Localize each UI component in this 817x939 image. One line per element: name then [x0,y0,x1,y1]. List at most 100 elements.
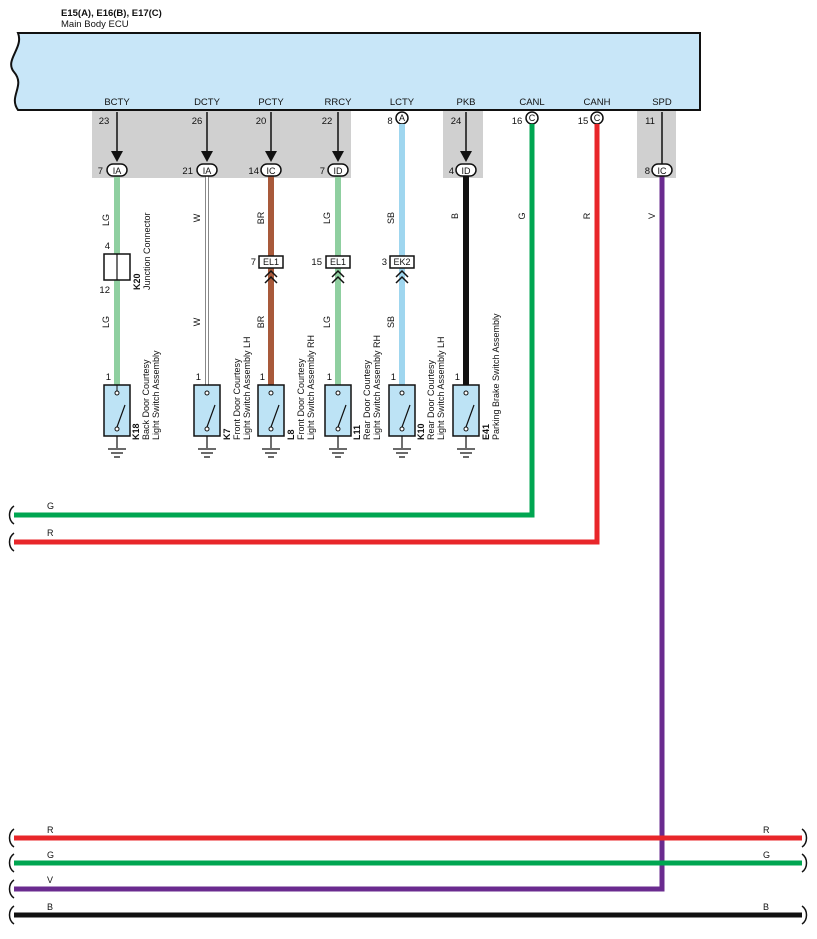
svg-text:1: 1 [455,372,460,383]
wire-color-canl: G [517,212,527,219]
terminal-pin-pkb: 24 [451,116,462,127]
ecu-terminal-leads [116,112,663,164]
wire-color-spd: V [647,213,657,219]
terminal-pin-canl: 16 [512,116,523,127]
bus-lower-label-v: V [47,875,53,885]
junction-id-1: 7 ID [320,163,349,177]
ecu-name: Main Body ECU [61,19,129,30]
svg-text:1: 1 [196,372,201,383]
switch-l8: 1 L8 Front Door Courtesy Light Switch As… [257,335,316,458]
ecu-connector-tag-canh: C [590,111,604,125]
terminal-signal-lcty: LCTY [390,97,415,108]
junction-ia-2: 21 IA [182,163,218,177]
terminal-signal-rrcy: RRCY [325,97,353,108]
svg-text:7: 7 [98,166,103,177]
wire-color-rrcy-lower: LG [322,316,332,328]
terminal-pin-lcty: 8 [387,116,392,127]
svg-text:E41: E41 [481,424,491,440]
switch-k18: 1 K18 Back Door Courtesy Light Switch As… [103,350,161,458]
svg-text:IC: IC [658,166,668,176]
wire-color-rrcy-upper: LG [322,212,332,224]
bus-lower-label-r-right: R [763,825,770,835]
wires [14,124,802,918]
svg-text:Parking Brake Switch Assembly: Parking Brake Switch Assembly [491,313,501,440]
wire-color-lcty-upper: SB [386,212,396,224]
svg-text:8: 8 [645,166,650,177]
svg-text:1: 1 [260,372,265,383]
terminal-signal-pcty: PCTY [258,97,284,108]
terminal-pin-dcty: 26 [192,116,203,127]
wire-color-lcty-lower: SB [386,316,396,328]
ecu-connectors-label: E15(A), E16(B), E17(C) [61,8,162,19]
svg-text:Front Door Courtesy: Front Door Courtesy [296,358,306,440]
terminal-pin-rrcy: 22 [322,116,333,127]
wire-break-marks [8,505,808,925]
svg-text:1: 1 [391,372,396,383]
svg-text:C: C [594,113,601,123]
svg-text:4: 4 [449,166,454,177]
switch-k10: 1 K10 Rear Door Courtesy Light Switch As… [388,336,446,458]
wire-canh [14,124,600,545]
svg-text:Light Switch Assembly RH: Light Switch Assembly RH [306,335,316,440]
switch-e41: 1 E41 Parking Brake Switch Assembly [452,313,501,458]
wire-spd [14,175,665,892]
terminal-signal-spd: SPD [652,97,672,108]
ecu-body [10,32,701,111]
bus-lower-label-r: R [47,825,54,835]
svg-text:Front Door Courtesy: Front Door Courtesy [232,358,242,440]
svg-text:21: 21 [182,166,193,177]
wire-color-canh: R [582,212,592,219]
wire-color-pcty-upper: BR [256,211,266,224]
svg-text:ID: ID [334,166,344,176]
wire-color-dcty-upper: W [192,213,202,222]
terminal-pin-bcty: 23 [99,116,110,127]
terminal-pin-pcty: 20 [256,116,267,127]
terminal-signal-canl: CANL [519,97,544,108]
ecu-connector-tag-canl: C [525,111,539,125]
junction-ia-1: 7 IA [98,163,128,177]
svg-text:4: 4 [105,241,110,252]
svg-text:L8: L8 [286,429,296,440]
terminal-signal-pkb: PKB [456,97,475,108]
switch-k7: 1 K7 Front Door Courtesy Light Switch As… [193,336,252,458]
connector-panel-main [92,111,351,178]
svg-text:K7: K7 [222,428,232,440]
svg-text:14: 14 [248,166,259,177]
svg-text:Light Switch Assembly RH: Light Switch Assembly RH [372,335,382,440]
inline-connector-el1-b: 15 EL1 [311,255,351,284]
svg-text:ID: ID [462,166,472,176]
svg-text:EL1: EL1 [263,257,279,267]
svg-text:Rear Door Courtesy: Rear Door Courtesy [362,359,372,440]
terminal-signal-dcty: DCTY [194,97,221,108]
terminal-signal-bcty: BCTY [104,97,130,108]
wire-color-pkb: B [450,213,460,219]
inline-connector-ek2: 3 EK2 [382,255,415,284]
svg-text:K10: K10 [416,423,426,440]
svg-text:3: 3 [382,257,387,268]
svg-text:Rear Door Courtesy: Rear Door Courtesy [426,359,436,440]
wire-color-bcty-lower: LG [101,316,111,328]
svg-text:L11: L11 [352,425,362,440]
inline-connector-el1-a: 7 EL1 [251,255,284,284]
wire-color-bcty-upper: LG [101,214,111,226]
svg-text:K18: K18 [131,423,141,440]
terminal-signal-canh: CANH [584,97,611,108]
wire-color-dcty-lower: W [192,317,202,326]
bus-upper-label-g: G [47,501,54,511]
junction-id-2: 4 ID [449,163,477,177]
svg-text:Back Door Courtesy: Back Door Courtesy [141,359,151,440]
svg-text:1: 1 [327,372,332,383]
svg-text:Light Switch Assembly LH: Light Switch Assembly LH [242,336,252,440]
bus-lower-label-g: G [47,850,54,860]
junction-ic-2: 8 IC [645,163,673,177]
wire-color-pcty-lower: BR [256,315,266,328]
svg-text:IA: IA [203,166,212,176]
junction-connector-k20: 4 12 K20 Junction Connector [99,212,152,296]
svg-text:15: 15 [311,257,322,268]
svg-text:K20: K20 [132,273,142,290]
svg-text:EK2: EK2 [393,257,410,267]
switch-l11: 1 L11 Rear Door Courtesy Light Switch As… [324,335,382,458]
svg-text:Light Switch Assembly: Light Switch Assembly [151,350,161,440]
